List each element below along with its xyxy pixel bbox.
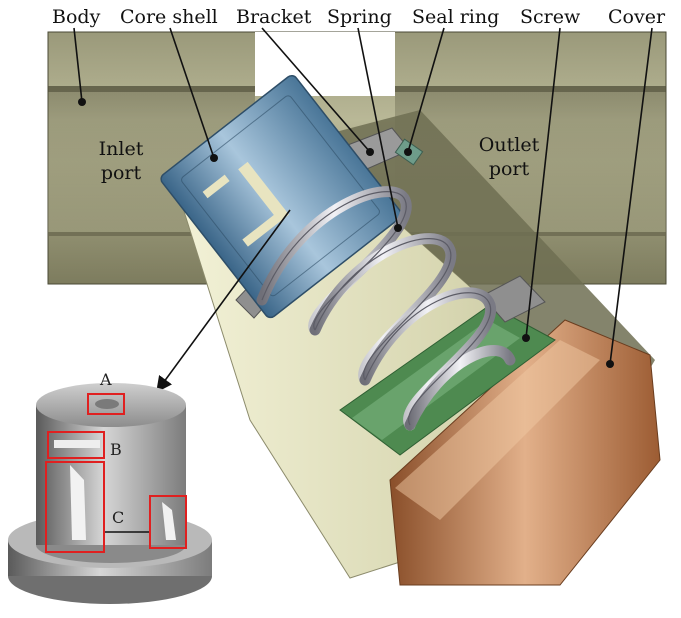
leader-screw xyxy=(525,27,561,339)
leader-seal-ring xyxy=(407,27,445,153)
marker-box-c-left xyxy=(45,461,105,553)
marker-letter-a: A xyxy=(100,370,112,389)
label-core-shell: Core shell xyxy=(120,6,218,28)
marker-letter-b: B xyxy=(110,440,122,459)
outlet-port-line2: port xyxy=(488,157,530,180)
marker-box-c-right xyxy=(149,495,187,549)
detail-marker-boxes xyxy=(45,393,187,553)
label-cover: Cover xyxy=(608,6,666,28)
leader-spring xyxy=(357,27,399,229)
outlet-port-line1: Outlet xyxy=(478,134,540,156)
cover-part xyxy=(389,319,661,586)
label-bracket: Bracket xyxy=(236,6,312,28)
leader-body xyxy=(73,27,83,103)
leader-cover xyxy=(609,27,653,365)
leader-bracket xyxy=(261,27,371,153)
label-seal-ring: Seal ring xyxy=(412,6,500,28)
label-spring: Spring xyxy=(327,6,392,28)
inlet-port-line2: port xyxy=(100,161,142,184)
marker-box-b xyxy=(47,431,105,459)
outlet-port-label: Outlet port xyxy=(468,134,550,182)
core-shell-part xyxy=(160,74,402,319)
leader-core-shell xyxy=(169,27,215,159)
marker-box-a xyxy=(87,393,125,415)
core-insert-detail xyxy=(8,383,212,604)
label-screw: Screw xyxy=(520,6,581,28)
leader-detail-arrow xyxy=(156,209,291,393)
leader-lines xyxy=(73,27,653,393)
inlet-port-line1: Inlet xyxy=(98,138,144,160)
marker-letter-c: C xyxy=(112,508,125,527)
label-body: Body xyxy=(52,6,101,28)
inlet-port-label: Inlet port xyxy=(90,138,152,186)
